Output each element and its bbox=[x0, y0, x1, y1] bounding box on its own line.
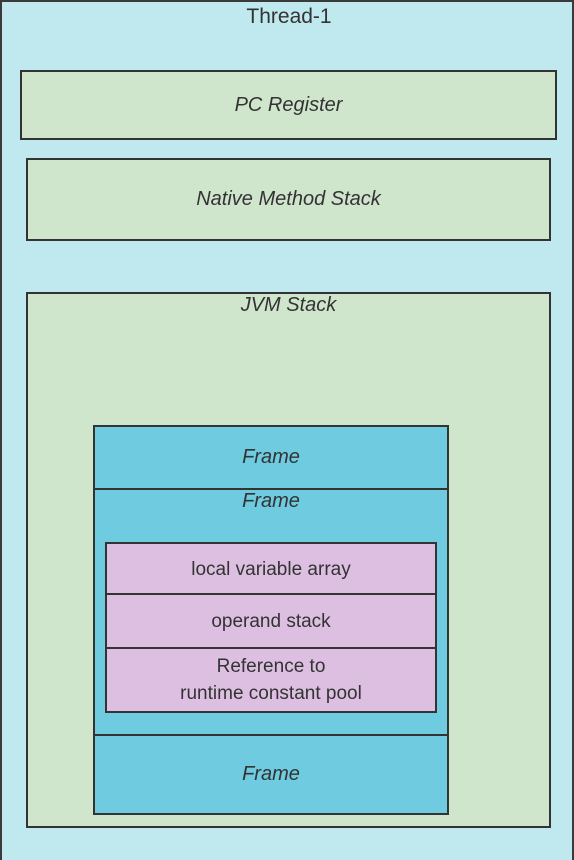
runtime-constant-pool-reference-label: Reference to runtime constant pool bbox=[107, 649, 435, 711]
pc-register-label: PC Register bbox=[234, 93, 343, 116]
runtime-constant-pool-reference-box: Reference to runtime constant pool bbox=[105, 647, 437, 713]
native-method-stack-label: Native Method Stack bbox=[196, 188, 381, 210]
local-variable-array-box: local variable array bbox=[105, 542, 437, 596]
native-method-stack-box: Native Method Stack bbox=[26, 158, 551, 241]
pc-register-box: PC Register bbox=[20, 70, 557, 140]
operand-stack-label: operand stack bbox=[211, 611, 331, 632]
frame-bottom-label: Frame bbox=[242, 763, 300, 785]
local-variable-array-label: local variable array bbox=[191, 558, 351, 580]
frame-top: Frame bbox=[93, 425, 449, 490]
frame-bottom: Frame bbox=[93, 734, 449, 815]
reference-line-1: Reference to bbox=[216, 656, 326, 677]
operand-stack-box: operand stack bbox=[105, 593, 437, 650]
thread-title: Thread-1 bbox=[246, 5, 332, 28]
frame-current-label: Frame bbox=[242, 490, 300, 512]
reference-line-2: runtime constant pool bbox=[180, 683, 362, 704]
frame-top-label: Frame bbox=[242, 446, 300, 468]
jvm-stack-label: JVM Stack bbox=[240, 294, 337, 316]
